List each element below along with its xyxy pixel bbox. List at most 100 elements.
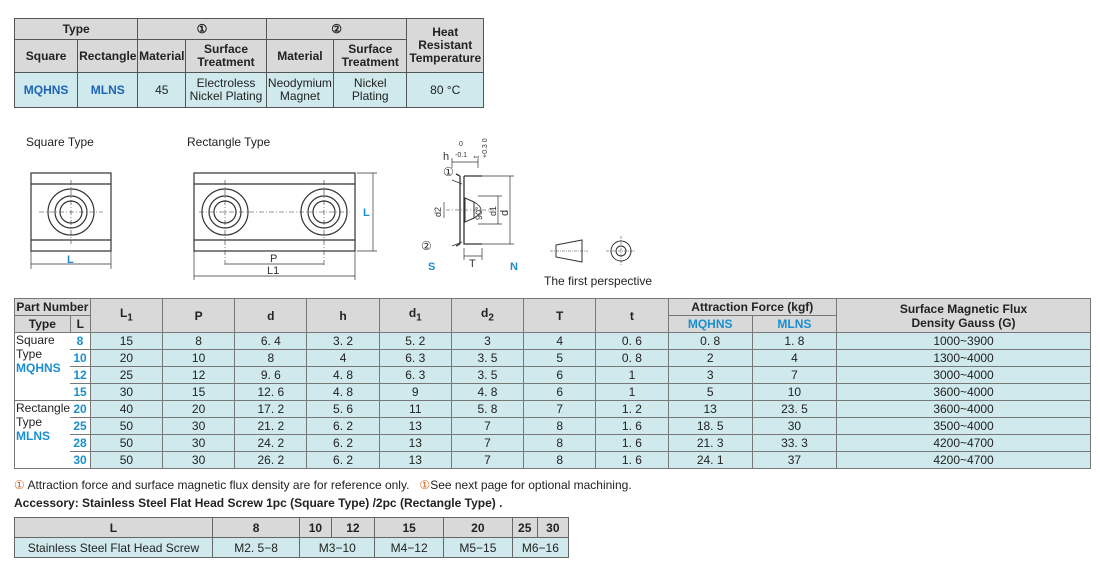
spec-header-surface2: Surface Treatment: [333, 39, 408, 73]
cell-L1: 15: [89, 332, 164, 350]
header-L: L: [69, 315, 91, 333]
accessory-header-col: 10: [299, 517, 332, 538]
accessory-text: : Stainless Steel Flat Head Screw 1pc (S…: [74, 496, 503, 510]
spec-header-material1: Material: [137, 39, 187, 73]
accessory-header-col: 12: [330, 517, 376, 538]
cell-P: 15: [161, 383, 236, 401]
cell-ml: 30: [751, 417, 838, 435]
cell-t: 1. 6: [595, 417, 669, 435]
accessory-header-L: L: [14, 517, 213, 538]
cell-P: 20: [161, 400, 236, 418]
cell-L1: 40: [89, 400, 164, 418]
cell-t: 1. 6: [595, 451, 669, 469]
cell-flux: 3600~4000: [836, 383, 1091, 401]
cell-ml: 7: [751, 366, 838, 384]
cell-P: 30: [161, 451, 236, 469]
cell-L1: 20: [89, 349, 164, 367]
accessory-header-col: 30: [536, 517, 570, 538]
header-type: Type: [14, 315, 71, 333]
cell-mq: 13: [667, 400, 753, 418]
header-flux-density: Surface Magnetic Flux Density Gauss (G): [836, 298, 1091, 333]
section-tol-t: +0.3 0: [482, 138, 489, 158]
cell-L[interactable]: 10: [70, 349, 91, 367]
cell-t: 0. 6: [595, 332, 669, 350]
cell-L[interactable]: 8: [70, 332, 91, 350]
cell-P: 8: [161, 332, 236, 350]
cell-T: 7: [523, 400, 597, 418]
cell-d1: 6. 3: [378, 349, 452, 367]
cell-L[interactable]: 20: [70, 400, 91, 418]
cell-mq: 21. 3: [667, 434, 753, 452]
note-next-page-link[interactable]: See next page for optional machining.: [430, 478, 632, 492]
cell-T: 8: [523, 434, 597, 452]
rectangle-type-caption: Rectangle Type: [187, 135, 271, 149]
header-T: T: [523, 298, 597, 333]
cell-h: 4. 8: [306, 383, 380, 401]
rectangle-dim-L: L: [363, 207, 370, 219]
type-label-line[interactable]: MQHNS: [16, 361, 61, 375]
spec-header-material2: Material: [265, 39, 335, 73]
type-label-line: Square: [16, 333, 55, 347]
rectangle-dim-L1: L1: [267, 265, 279, 277]
cell-flux: 3600~4000: [836, 400, 1091, 418]
cell-L[interactable]: 25: [70, 417, 91, 435]
type-label-line: Rectangle: [16, 401, 71, 415]
cell-ml: 33. 3: [751, 434, 838, 452]
spec-value-square[interactable]: MQHNS: [13, 72, 79, 108]
cell-L[interactable]: 15: [70, 383, 91, 401]
section-label-S: S: [428, 261, 435, 273]
cell-P: 30: [161, 417, 236, 435]
cell-ml: 10: [751, 383, 838, 401]
spec-header-surface1: Surface Treatment: [185, 39, 267, 73]
accessory-note: Accessory: Stainless Steel Flat Head Scr…: [14, 496, 502, 510]
note-mark-icon: ①: [14, 478, 25, 492]
spec-value-material2: Neodymium Magnet: [265, 72, 335, 108]
cell-d: 6. 4: [234, 332, 308, 350]
cell-h: 6. 2: [306, 434, 380, 452]
accessory-value: M4−12: [374, 537, 444, 558]
section-label-part1: ①: [443, 165, 454, 179]
spec-header-part1: ①: [137, 18, 267, 40]
spec-value-rectangle[interactable]: MLNS: [77, 72, 139, 108]
spec-header-square: Square: [13, 39, 79, 73]
note-reference-only: Attraction force and surface magnetic fl…: [27, 478, 410, 492]
cell-d2: 4. 8: [450, 383, 525, 401]
section-view-drawing: h 0 -0.1 t +0.3 0 d d1 d2 90° ① ② S T N: [421, 138, 518, 273]
cell-L[interactable]: 30: [70, 451, 91, 469]
cell-h: 6. 2: [306, 417, 380, 435]
accessory-value: M2. 5−8: [211, 537, 301, 558]
cell-d: 9. 6: [234, 366, 308, 384]
cell-h: 3. 2: [306, 332, 380, 350]
cell-d2: 5. 8: [450, 400, 525, 418]
cell-d1: 9: [378, 383, 452, 401]
note-mark-icon: ①: [419, 478, 431, 492]
cell-mq: 5: [667, 383, 753, 401]
dimension-table: Part Number L1 P d h d1 d2 T t Attractio…: [14, 298, 1091, 469]
spec-value-heat: 80 °C: [406, 72, 484, 108]
cell-L[interactable]: 12: [70, 366, 91, 384]
cell-L[interactable]: 28: [70, 434, 91, 452]
header-h: h: [306, 298, 380, 333]
accessory-row-label: Stainless Steel Flat Head Screw: [14, 537, 213, 558]
header-mqhns: MQHNS: [667, 315, 753, 333]
cell-d2: 3. 5: [450, 366, 525, 384]
section-tol-h-top: 0: [459, 141, 463, 148]
cell-d: 17. 2: [234, 400, 308, 418]
cell-ml: 23. 5: [751, 400, 838, 418]
cell-T: 5: [523, 349, 597, 367]
cell-ml: 1. 8: [751, 332, 838, 350]
cell-d1: 6. 3: [378, 366, 452, 384]
square-type-drawing: L: [30, 172, 112, 269]
cell-flux: 3500~4000: [836, 417, 1091, 435]
header-part-number: Part Number: [14, 298, 91, 316]
spec-value-material1: 45: [137, 72, 187, 108]
cell-t: 1. 6: [595, 434, 669, 452]
type-label-line[interactable]: MLNS: [16, 429, 50, 443]
